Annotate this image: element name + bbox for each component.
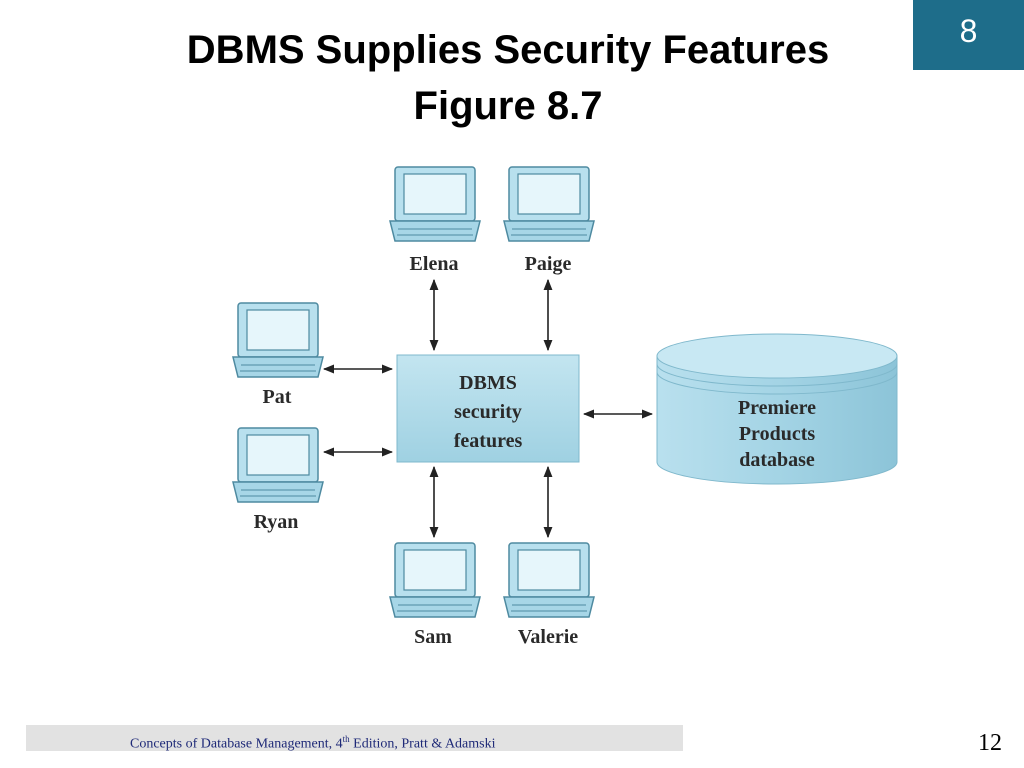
computer-icon-valerie: [503, 542, 595, 618]
figure-caption: Figure 8.7: [413, 84, 603, 128]
footer-citation-suffix: Edition, Pratt & Adamski: [349, 736, 496, 752]
database-label-line2: Products: [739, 423, 816, 445]
dbms-label-line2: security: [454, 401, 522, 423]
user-label-ryan: Ryan: [254, 511, 299, 533]
chapter-badge: 8: [913, 0, 1024, 70]
slide-title: DBMS Supplies Security Features: [186, 28, 830, 72]
user-label-sam: Sam: [414, 626, 452, 648]
user-label-pat: Pat: [263, 386, 292, 408]
footer-citation-superscript: th: [342, 734, 350, 744]
computer-icon-paige: [503, 166, 595, 242]
computer-icon-elena: [389, 166, 481, 242]
footer-citation-prefix: Concepts of Database Management, 4: [130, 736, 343, 752]
user-label-valerie: Valerie: [518, 626, 578, 648]
security-diagram: Elena Paige Pat Ryan Sam Valerie DBMS se…: [232, 166, 898, 648]
computer-icon-ryan: [232, 427, 324, 503]
dbms-security-box: [396, 354, 580, 463]
footer-bar: [26, 725, 683, 751]
user-label-elena: Elena: [410, 253, 459, 275]
footer-citation: Concepts of Database Management, 4th Edi…: [130, 734, 496, 753]
database-label-line3: database: [739, 449, 815, 471]
computer-icon-sam: [389, 542, 481, 618]
user-label-paige: Paige: [525, 253, 572, 275]
dbms-label-line3: features: [454, 430, 523, 452]
database-cylinder: [656, 333, 898, 485]
dbms-label-line1: DBMS: [459, 372, 517, 394]
page-number: 12: [978, 730, 1002, 756]
computer-icon-pat: [232, 302, 324, 378]
database-label-line1: Premiere: [738, 397, 816, 419]
